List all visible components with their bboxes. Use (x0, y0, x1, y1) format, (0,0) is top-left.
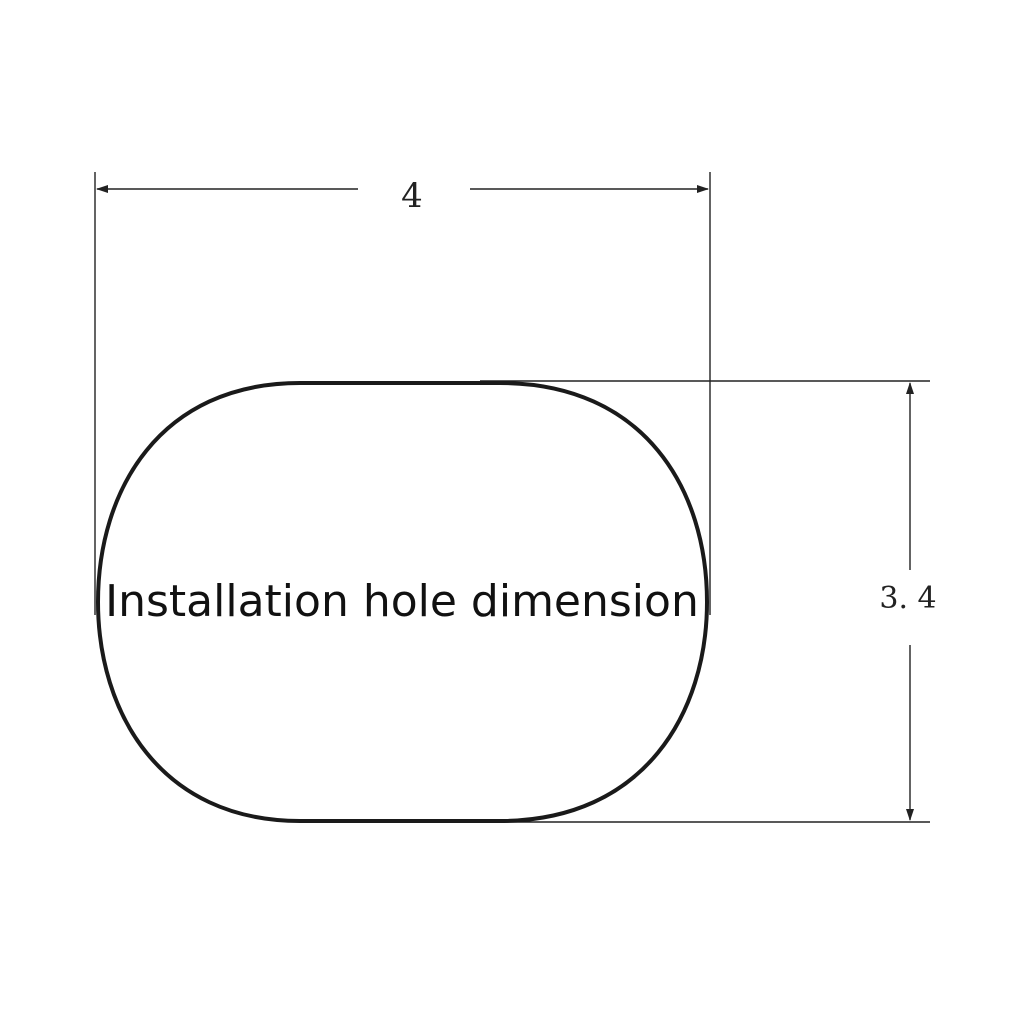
height-dimension-label: 3. 4 (879, 581, 936, 616)
width-dimension-label: 4 (401, 176, 423, 216)
installation-hole-caption: Installation hole dimension (105, 576, 699, 627)
installation-hole-outline (95, 381, 710, 823)
